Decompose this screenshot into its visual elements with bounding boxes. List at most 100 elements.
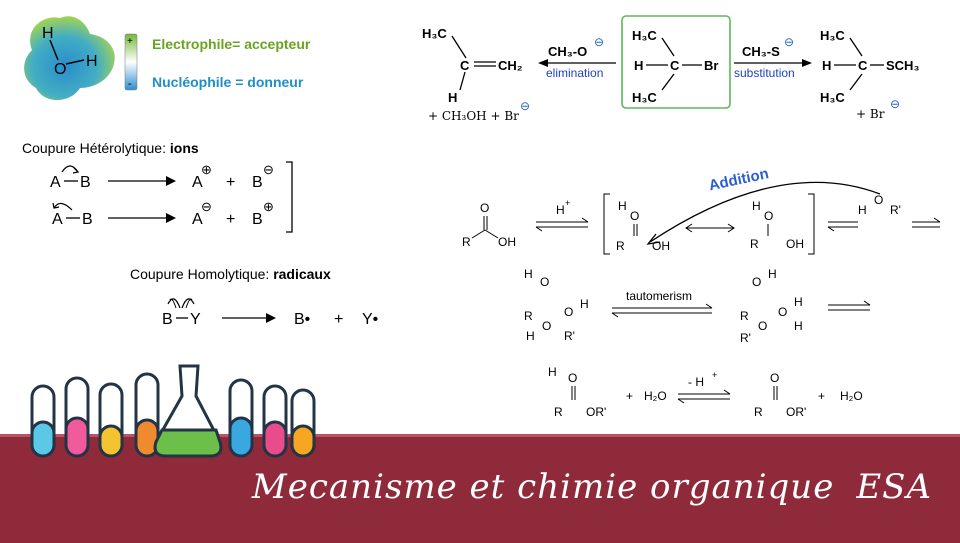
lab-glassware-illustration xyxy=(30,364,316,458)
water-h-right: H xyxy=(86,53,98,70)
product-h3c-bottom: H₃C xyxy=(820,90,845,105)
tet2-rprime: R' xyxy=(740,331,751,345)
nucleophile-label: Nucléophile = donneur xyxy=(152,74,304,90)
tet1-o2: O xyxy=(564,305,573,319)
tet2-o: O xyxy=(752,275,761,289)
pre-plus: + xyxy=(626,389,633,403)
esterification-mechanism: Addition O R OH H + H O R OH H O R OH H … xyxy=(462,165,941,419)
electrophile-label: Electrophile= accepteur xyxy=(152,36,311,52)
homolytic-title: Coupure Homolytique: radicaux xyxy=(130,266,331,282)
ester-plus: + xyxy=(818,389,825,403)
nuc-rprime: R' xyxy=(890,203,901,217)
pre-r: R xyxy=(554,405,563,419)
subst-reagent: CH₃-S xyxy=(742,44,780,59)
substitution-elimination-scheme: H₃C C CH₂ H + CH₃OH + Br ⊖ CH₃-O ⊖ elimi… xyxy=(422,15,919,123)
heterolytic-title: Coupure Hétérolytique: ions xyxy=(22,140,199,156)
tet1-h: H xyxy=(524,267,533,281)
tet2-o3: O xyxy=(758,319,767,333)
nuc-h: H xyxy=(858,203,867,217)
het2-plus: + xyxy=(226,211,235,228)
ester-orprime: OR' xyxy=(786,405,806,419)
ester-r: R xyxy=(754,405,763,419)
minus-sign: - xyxy=(128,78,132,90)
acid-oh: OH xyxy=(498,235,516,249)
pre-orprime: OR' xyxy=(586,405,606,419)
product-c: C xyxy=(858,58,868,73)
res1-r: R xyxy=(616,239,625,253)
acid-o: O xyxy=(480,201,489,215)
heterolytic-scheme: A B A ⊕ + B ⊖ A B A ⊖ + B ⊕ xyxy=(50,161,293,233)
substrate-h3c-bottom: H₃C xyxy=(632,90,657,105)
elimination-label: elimination xyxy=(546,66,603,80)
het2-a: A xyxy=(52,211,63,228)
het1-b: B xyxy=(80,174,91,191)
het2-prod-b: B xyxy=(252,211,263,228)
water-h-top: H xyxy=(42,25,54,42)
homo-b: B xyxy=(162,311,173,328)
water-molecule-graphic: H O H xyxy=(24,16,115,100)
homo-prod-y: Y• xyxy=(362,311,378,328)
substrate-c: C xyxy=(670,58,680,73)
pre-water: H₂O xyxy=(644,389,667,403)
product-sch3: SCH₃ xyxy=(886,58,919,73)
substitution-label: substitution xyxy=(734,66,795,80)
substrate-br: Br xyxy=(704,58,718,73)
alkene-ch2: CH₂ xyxy=(498,58,523,73)
minus-h-plus: + xyxy=(712,370,717,380)
het1-plus: + xyxy=(226,174,235,191)
alkene-h3c: H₃C xyxy=(422,26,447,41)
tet1-o: O xyxy=(540,275,549,289)
elim-byproduct-charge: ⊖ xyxy=(520,99,530,113)
het1-prod-a: A xyxy=(192,174,203,191)
alkene-c: C xyxy=(460,58,470,73)
step1-plus: + xyxy=(565,198,570,208)
substrate-box xyxy=(621,15,731,109)
homo-prod-b: B• xyxy=(294,311,310,328)
water-o: O xyxy=(54,61,66,78)
res1-o: O xyxy=(630,209,639,223)
ester-water: H₂O xyxy=(840,389,863,403)
polarity-gradient-bar: + - xyxy=(124,33,138,91)
subst-byproduct: + Br xyxy=(856,107,885,121)
elim-byproducts: + CH₃OH + Br xyxy=(428,109,519,123)
res2-oh: OH xyxy=(786,237,804,251)
plus-sign: + xyxy=(127,36,133,47)
res1-h: H xyxy=(618,199,627,213)
substrate-h3c-top: H₃C xyxy=(632,28,657,43)
subst-byproduct-charge: ⊖ xyxy=(890,97,900,111)
subst-reagent-charge: ⊖ xyxy=(784,35,794,49)
homo-plus: + xyxy=(334,311,343,328)
het1-charge-b: ⊖ xyxy=(263,162,274,177)
substrate-h: H xyxy=(634,58,643,73)
het1-charge-a: ⊕ xyxy=(201,162,212,177)
product-h3c-top: H₃C xyxy=(820,28,845,43)
acid-r: R xyxy=(462,235,471,249)
pre-o: O xyxy=(568,371,577,385)
tet1-h2: H xyxy=(580,297,589,311)
tet1-r: R xyxy=(524,309,533,323)
tautomerism-label: tautomerism xyxy=(626,289,692,303)
elim-reagent: CH₃-O xyxy=(548,44,587,59)
res2-r: R xyxy=(750,237,759,251)
tet2-h: H xyxy=(768,267,777,281)
product-h: H xyxy=(822,58,831,73)
tet2-r: R xyxy=(740,309,749,323)
homo-y: Y xyxy=(190,311,201,328)
tet1-rprime: R' xyxy=(564,329,575,343)
nuc-o: O xyxy=(874,193,883,207)
tet2-h2: H xyxy=(794,295,803,309)
het2-prod-a: A xyxy=(192,211,203,228)
tet2-o2: O xyxy=(778,305,787,319)
minus-h-label: - H xyxy=(688,375,704,389)
res1-oh: OH xyxy=(652,239,670,253)
res2-o: O xyxy=(764,209,773,223)
pre-h: H xyxy=(548,365,557,379)
tet2-h3: H xyxy=(794,319,803,333)
res2-h: H xyxy=(752,199,761,213)
het2-charge-b: ⊕ xyxy=(263,199,274,214)
ester-o: O xyxy=(770,371,779,385)
het1-prod-b: B xyxy=(252,174,263,191)
homolytic-scheme: B Y B• + Y• xyxy=(162,298,378,328)
tet1-o3: O xyxy=(542,319,551,333)
